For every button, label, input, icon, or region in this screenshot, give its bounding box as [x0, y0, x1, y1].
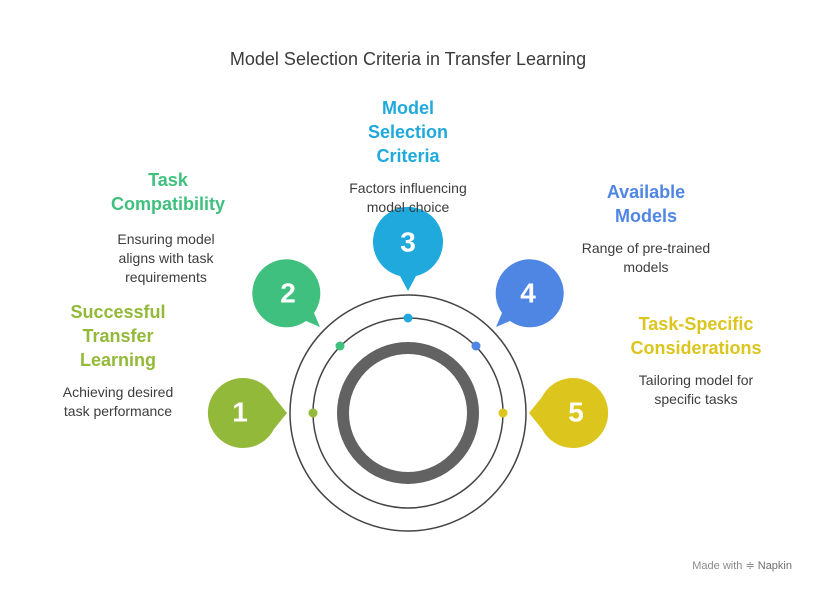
badge-1: 1 — [207, 378, 287, 448]
label-line: Selection — [367, 122, 449, 142]
label-successful-transfer-learning: Successful Transfer Learning — [38, 300, 198, 372]
desc-successful-transfer-learning: Achieving desired task performance — [38, 383, 198, 421]
label-line: Transfer — [82, 326, 154, 346]
label-line: Successful — [70, 302, 166, 322]
desc-task-compatibility: Ensuring model aligns with task requirem… — [86, 230, 246, 287]
diagram-title: Model Selection Criteria in Transfer Lea… — [229, 49, 587, 69]
desc-line: Factors influencing — [349, 180, 467, 196]
badge-4: 4 — [495, 259, 564, 328]
core-ring — [337, 342, 479, 484]
label-line: Task — [148, 170, 188, 190]
desc-line: requirements — [125, 269, 207, 285]
label-task-compatibility: Task Compatibility — [88, 168, 248, 216]
label-line: Criteria — [376, 146, 440, 166]
desc-line: Range of pre-trained — [581, 240, 711, 256]
desc-line: Tailoring model for — [638, 372, 754, 388]
marker-dot-3 — [403, 313, 413, 323]
marker-dot-1 — [308, 408, 318, 418]
desc-model-selection-criteria: Factors influencing model choice — [316, 179, 500, 217]
label-line: Models — [614, 206, 677, 226]
label-line: Task-Specific — [638, 314, 754, 334]
desc-line: specific tasks — [654, 391, 738, 407]
label-line: Model — [382, 98, 434, 118]
watermark-brand: Napkin — [757, 560, 792, 572]
badge-1-number: 1 — [232, 396, 248, 427]
badge-5-number: 5 — [568, 396, 584, 427]
desc-available-models: Range of pre-trained models — [562, 239, 730, 277]
badge-2: 2 — [252, 259, 321, 328]
label-line: Learning — [79, 350, 156, 370]
badge-2-number: 2 — [280, 277, 296, 308]
label-task-specific-considerations: Task-Specific Considerations — [614, 312, 778, 360]
label-line: Available — [606, 182, 686, 202]
outer-ring — [289, 294, 527, 532]
label-line: Compatibility — [110, 194, 225, 214]
desc-line: models — [623, 259, 669, 275]
marker-dot-4 — [471, 341, 481, 351]
label-line: Considerations — [630, 338, 762, 358]
badge-5: 5 — [529, 378, 609, 449]
marker-dot-2 — [335, 341, 345, 351]
badge-3-number: 3 — [400, 226, 416, 257]
watermark-prefix: Made with — [692, 560, 743, 572]
desc-line: task performance — [63, 403, 173, 419]
desc-line: aligns with task — [118, 250, 214, 266]
marker-dot-5 — [498, 408, 508, 418]
desc-line: Ensuring model — [117, 231, 215, 247]
label-model-selection-criteria: Model Selection Criteria — [326, 96, 490, 168]
desc-task-specific-considerations: Tailoring model for specific tasks — [614, 371, 778, 409]
watermark: Made with ≑ Napkin — [692, 559, 792, 572]
desc-line: model choice — [366, 199, 450, 215]
napkin-logo-icon: ≑ — [745, 560, 755, 572]
label-available-models: Available Models — [566, 180, 726, 228]
desc-line: Achieving desired — [62, 384, 174, 400]
badge-4-number: 4 — [520, 277, 536, 308]
badge-3: 3 — [372, 206, 443, 291]
